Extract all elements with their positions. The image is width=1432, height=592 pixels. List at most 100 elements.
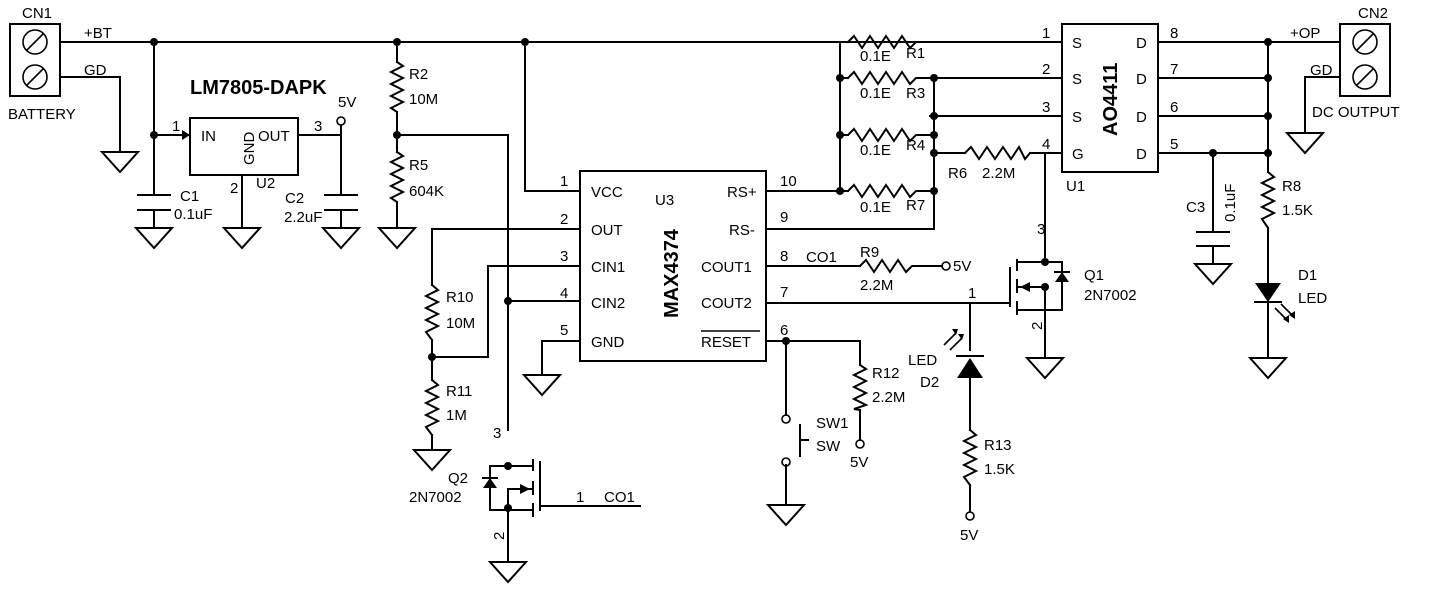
svg-text:2: 2 bbox=[491, 532, 508, 540]
capacitor-c1: C1 0.1uF bbox=[137, 188, 212, 223]
u2-part: LM7805-DAPK bbox=[190, 77, 327, 99]
svg-text:1: 1 bbox=[1042, 25, 1050, 42]
svg-text:2: 2 bbox=[1029, 322, 1046, 330]
ic-u3: MAX4374 U3 1 VCC 2 OUT 3 CIN1 4 CIN2 5 G… bbox=[560, 170, 797, 362]
svg-text:Q2: Q2 bbox=[448, 470, 468, 487]
svg-text:LED: LED bbox=[1298, 290, 1327, 307]
svg-text:10M: 10M bbox=[446, 315, 475, 332]
svg-text:RESET: RESET bbox=[701, 334, 751, 351]
svg-text:S: S bbox=[1072, 109, 1082, 126]
switch-sw1: SW1 SW bbox=[781, 414, 849, 467]
svg-text:C3: C3 bbox=[1186, 199, 1205, 216]
svg-text:RS-: RS- bbox=[729, 222, 755, 239]
svg-text:6: 6 bbox=[780, 322, 788, 339]
resistor-r2: R2 10M bbox=[388, 60, 438, 114]
svg-text:R13: R13 bbox=[984, 437, 1012, 454]
svg-text:5: 5 bbox=[1170, 136, 1178, 153]
svg-text:0.1E: 0.1E bbox=[860, 48, 891, 65]
svg-text:R5: R5 bbox=[409, 157, 428, 174]
svg-text:D: D bbox=[1136, 146, 1147, 163]
svg-text:R6: R6 bbox=[948, 165, 967, 182]
u3-ref: U3 bbox=[655, 192, 674, 209]
svg-text:0.1E: 0.1E bbox=[860, 85, 891, 102]
svg-text:3: 3 bbox=[1037, 221, 1045, 238]
cn1-name: BATTERY bbox=[8, 106, 76, 123]
ground-icon bbox=[376, 227, 418, 250]
resistor-r10: R10 10M bbox=[423, 283, 475, 342]
svg-text:3: 3 bbox=[1042, 99, 1050, 116]
cn2-pos-net: +OP bbox=[1290, 25, 1320, 42]
resistor-r8: R8 1.5K bbox=[1259, 170, 1313, 230]
wires bbox=[59, 41, 1341, 563]
svg-text:R1: R1 bbox=[906, 45, 925, 62]
svg-text:3: 3 bbox=[560, 248, 568, 265]
svg-text:5V: 5V bbox=[953, 258, 971, 275]
resistor-r5: R5 604K bbox=[388, 150, 444, 204]
svg-text:2.2uF: 2.2uF bbox=[284, 209, 322, 226]
u2-gnd-label: GND bbox=[241, 132, 258, 166]
svg-text:R11: R11 bbox=[446, 383, 472, 400]
svg-text:2: 2 bbox=[560, 211, 568, 228]
svg-text:5: 5 bbox=[560, 322, 568, 339]
svg-text:S: S bbox=[1072, 71, 1082, 88]
svg-text:4: 4 bbox=[560, 285, 568, 302]
cn2-gnd-net: GD bbox=[1310, 62, 1333, 79]
ground-icon bbox=[1024, 357, 1066, 380]
cn1-ref: CN1 bbox=[22, 5, 52, 22]
u2-out-label: OUT bbox=[258, 128, 290, 145]
connector-cn1: CN1 BATTERY +BT GD bbox=[8, 5, 112, 123]
cn2-ref: CN2 bbox=[1358, 5, 1388, 22]
ground-symbols bbox=[99, 132, 1326, 584]
svg-text:1.5K: 1.5K bbox=[984, 461, 1015, 478]
svg-text:R2: R2 bbox=[409, 66, 428, 83]
svg-text:R9: R9 bbox=[860, 244, 879, 261]
svg-text:2: 2 bbox=[1042, 61, 1050, 78]
ground-icon bbox=[487, 561, 529, 584]
capacitor-c3: C3 0.1uF bbox=[1186, 184, 1239, 247]
svg-text:SW: SW bbox=[816, 438, 841, 455]
svg-text:1: 1 bbox=[576, 489, 584, 506]
svg-text:2.2M: 2.2M bbox=[982, 165, 1015, 182]
svg-text:0.1uF: 0.1uF bbox=[174, 206, 212, 223]
svg-text:D2: D2 bbox=[920, 374, 939, 391]
svg-text:1M: 1M bbox=[446, 407, 467, 424]
svg-text:9: 9 bbox=[780, 209, 788, 226]
svg-text:D: D bbox=[1136, 35, 1147, 52]
svg-text:5V: 5V bbox=[960, 527, 978, 544]
svg-text:R7: R7 bbox=[906, 197, 925, 214]
ground-icon bbox=[99, 151, 141, 174]
u2-pin-gnd: 2 bbox=[230, 180, 238, 197]
svg-text:8: 8 bbox=[780, 248, 788, 265]
led-d1: D1 LED bbox=[1254, 267, 1327, 323]
ground-icon bbox=[1284, 132, 1326, 155]
svg-text:0.1uF: 0.1uF bbox=[1222, 184, 1239, 222]
svg-text:2.2M: 2.2M bbox=[872, 389, 905, 406]
cn1-gnd-net: GD bbox=[84, 62, 107, 79]
u2-pin-in: 1 bbox=[172, 118, 180, 135]
svg-text:6: 6 bbox=[1170, 99, 1178, 116]
svg-text:7: 7 bbox=[1170, 61, 1178, 78]
svg-text:R12: R12 bbox=[872, 365, 900, 382]
capacitor-c2: C2 2.2uF bbox=[284, 190, 358, 226]
svg-text:S: S bbox=[1072, 35, 1082, 52]
resistor-r12: R12 2.2M 5V bbox=[850, 363, 905, 471]
resistor-r9: R9 2.2M 5V CO1 bbox=[806, 244, 971, 294]
svg-text:2N7002: 2N7002 bbox=[1084, 287, 1137, 304]
svg-text:OUT: OUT bbox=[591, 222, 623, 239]
svg-text:5V: 5V bbox=[850, 454, 868, 471]
svg-text:C2: C2 bbox=[285, 190, 304, 207]
resistor-r13: R13 1.5K 5V bbox=[960, 428, 1015, 544]
ground-icon bbox=[320, 227, 362, 250]
svg-text:D1: D1 bbox=[1298, 267, 1317, 284]
svg-text:R10: R10 bbox=[446, 289, 474, 306]
svg-text:10M: 10M bbox=[409, 91, 438, 108]
ground-icon bbox=[133, 227, 175, 250]
svg-text:D: D bbox=[1136, 109, 1147, 126]
svg-text:SW1: SW1 bbox=[816, 415, 849, 432]
svg-text:0.1E: 0.1E bbox=[860, 142, 891, 159]
u3-part: MAX4374 bbox=[661, 228, 683, 318]
svg-text:7: 7 bbox=[780, 284, 788, 301]
svg-text:COUT2: COUT2 bbox=[701, 295, 752, 312]
resistor-r3: 0.1E R3 bbox=[846, 70, 931, 102]
ground-icon bbox=[221, 227, 263, 250]
